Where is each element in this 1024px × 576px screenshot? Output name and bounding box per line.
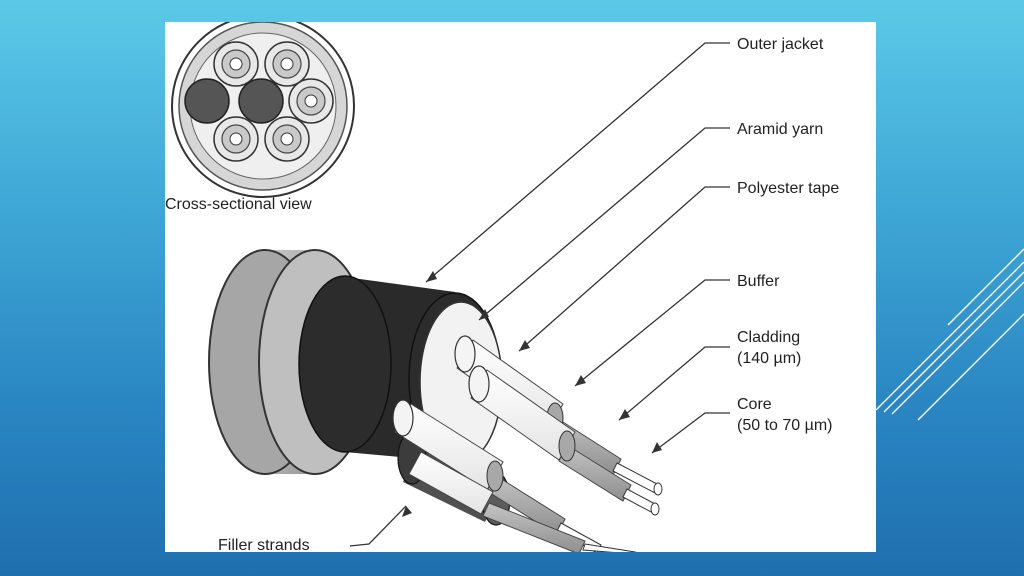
decor-line xyxy=(875,261,1024,411)
decor-line xyxy=(891,281,1024,415)
cross-section xyxy=(171,22,355,198)
label-cladding: Cladding xyxy=(737,329,800,346)
arrowhead xyxy=(402,506,412,517)
arrowhead xyxy=(479,309,489,320)
arrowhead xyxy=(575,375,586,386)
cross-section-fiber xyxy=(213,116,259,162)
label-core-size: (50 to 70 µm) xyxy=(737,417,832,434)
leader-lines xyxy=(349,42,730,547)
label-buffer: Buffer xyxy=(737,273,780,290)
leader-core xyxy=(651,412,730,454)
label-polyester-tape: Polyester tape xyxy=(737,180,839,197)
cross-section-filler xyxy=(184,78,230,124)
leader-cladding xyxy=(618,346,730,421)
arrowhead xyxy=(426,271,437,282)
arrowhead xyxy=(519,340,530,351)
label-cladding-size: (140 µm) xyxy=(737,350,801,367)
cross-section-fiber xyxy=(288,78,334,124)
arrowhead xyxy=(652,442,662,453)
arrowhead xyxy=(619,409,630,420)
label-filler-strands: Filler strands xyxy=(218,537,310,552)
decor-line xyxy=(883,271,1024,413)
label-aramid-yarn: Aramid yarn xyxy=(737,121,823,138)
cross-section-fiber xyxy=(264,116,310,162)
label-outer-jacket: Outer jacket xyxy=(737,36,824,53)
leader-polyester-tape xyxy=(518,186,730,352)
cross-section-caption: Cross-sectional view xyxy=(165,196,312,213)
leader-buffer xyxy=(574,279,730,387)
cross-section-fiber xyxy=(213,41,259,87)
cable-3d xyxy=(208,249,663,552)
fiber-strand xyxy=(468,365,660,516)
decor-line xyxy=(917,313,1024,421)
leader-filler-strands xyxy=(349,505,407,547)
leader-outer-jacket xyxy=(425,42,730,283)
cross-section-filler xyxy=(238,78,284,124)
cross-section-fiber xyxy=(264,41,310,87)
fiber-cable-diagram: Cross-sectional view xyxy=(165,22,876,552)
leader-aramid-yarn xyxy=(478,127,730,321)
decor-line xyxy=(947,248,1024,326)
fiber-strand xyxy=(408,451,637,552)
leader-arrowheads xyxy=(402,271,662,517)
label-core: Core xyxy=(737,396,772,413)
